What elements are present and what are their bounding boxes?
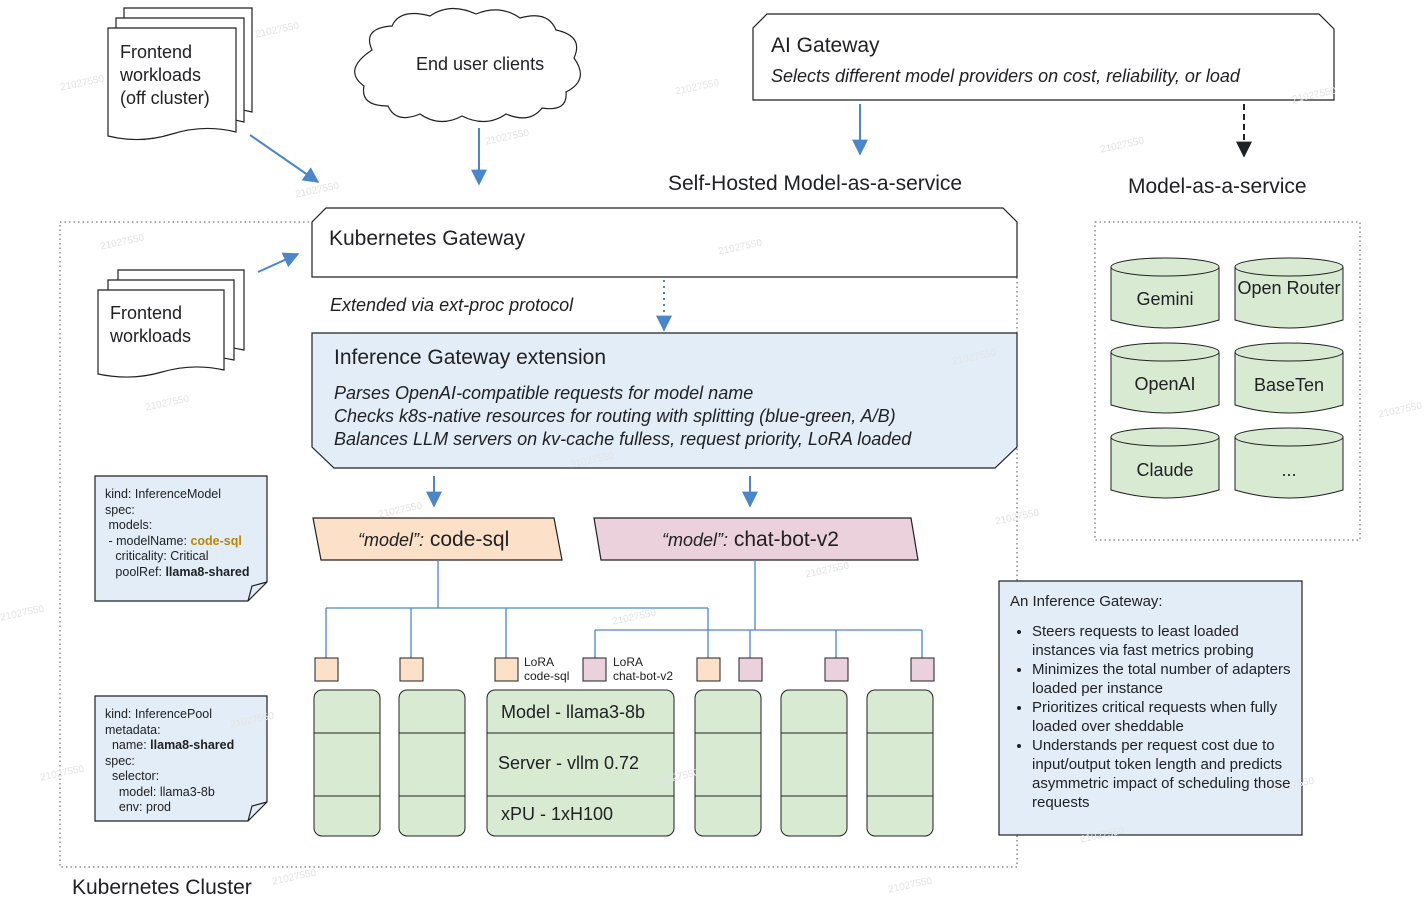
server-1 [313, 689, 381, 837]
adapter-chatbot-3 [582, 657, 607, 682]
ext-proc-label: Extended via ext-proc protocol [330, 295, 574, 315]
provider-openrouter: Open Router [1237, 278, 1341, 298]
server-2 [398, 689, 466, 837]
model-codesql-shape [312, 517, 563, 561]
cylinder-more [1234, 427, 1344, 499]
frontend-off-cluster-docs [107, 7, 253, 141]
cylinder-gemini [1110, 257, 1220, 329]
igw-notes-list: Steers requests to least loaded instance… [1010, 622, 1302, 812]
k8s-gateway-box [311, 207, 1018, 278]
provider-openai: OpenAI [1134, 374, 1196, 394]
server-5 [780, 689, 848, 837]
cylinder-openrouter [1234, 257, 1344, 329]
maas-boundary [1094, 221, 1361, 541]
pool-ref-value: llama8-shared [165, 564, 250, 579]
igw-note-item: Steers requests to least loaded instance… [1032, 622, 1302, 660]
server-xpu-label: xPU - 1xH100 [501, 804, 614, 824]
provider-baseten: BaseTen [1253, 375, 1325, 395]
adapter-chatbot-5 [824, 657, 849, 682]
adapter-chatbot-6 [910, 657, 935, 682]
frontend-in-cluster-label: Frontend workloads [110, 303, 192, 346]
server-dividers [314, 732, 933, 797]
pool-name-value: llama8-shared [150, 738, 235, 752]
end-user-cloud [354, 7, 581, 123]
arrow-frontend-to-k8s [249, 134, 320, 183]
igw-note-item: Minimizes the total number of adapters l… [1032, 660, 1302, 698]
adapter-codesql-3 [494, 657, 519, 682]
model-chatbot-shape [593, 517, 919, 561]
maas-label: Model-as-a-service [1128, 175, 1307, 198]
server-6 [866, 689, 934, 837]
ai-gateway-desc: Selects different model providers on cos… [771, 66, 1240, 86]
arrow-frontend-in-to-k8s [257, 252, 300, 273]
adapter-chatbot-4 [738, 657, 763, 682]
ai-gateway-box [752, 13, 1335, 101]
cylinder-baseten [1234, 342, 1344, 414]
adapter-codesql-2 [399, 657, 424, 682]
igw-note-item: Understands per request cost due to inpu… [1032, 736, 1302, 812]
server-4 [694, 689, 762, 837]
ai-gateway-title: AI Gateway [771, 34, 880, 57]
model-codesql-label: “model”: code-sql [358, 528, 510, 551]
inference-model-note [94, 475, 268, 602]
model-name-value: code-sql [190, 533, 242, 548]
cylinder-openai [1110, 342, 1220, 414]
server-3 [486, 689, 675, 837]
igw-note-item: Prioritizes critical requests when fully… [1032, 698, 1302, 736]
end-user-clients-label: End user clients [416, 54, 545, 74]
chatbot-routing-lines [594, 560, 923, 658]
igw-notes-panel [998, 580, 1303, 836]
provider-more: ... [1281, 460, 1297, 480]
codesql-routing-lines [325, 560, 709, 658]
self-hosted-label: Self-Hosted Model-as-a-service [668, 172, 963, 195]
igw-extension-desc: Parses OpenAI-compatible requests for mo… [334, 383, 912, 449]
server-runtime-label: Server - vllm 0.72 [498, 753, 640, 773]
provider-claude: Claude [1136, 460, 1194, 480]
frontend-off-cluster-label: Frontend workloads (off cluster) [120, 42, 210, 108]
adapter-codesql-4 [696, 657, 721, 682]
model-chatbot-label: “model”: chat-bot-v2 [662, 528, 839, 551]
adapter-codesql-1 [314, 657, 339, 682]
igw-extension-box [311, 332, 1018, 469]
provider-gemini: Gemini [1136, 289, 1194, 309]
cylinder-claude [1110, 427, 1220, 499]
inference-pool-note [94, 695, 268, 822]
igw-notes-title: An Inference Gateway: [1010, 593, 1163, 610]
k8s-gateway-label: Kubernetes Gateway [329, 227, 526, 250]
kubernetes-cluster-label: Kubernetes Cluster [72, 876, 252, 899]
igw-extension-title: Inference Gateway extension [334, 346, 606, 369]
server-model-label: Model - llama3-8b [501, 702, 646, 722]
frontend-in-cluster-docs [97, 269, 245, 378]
